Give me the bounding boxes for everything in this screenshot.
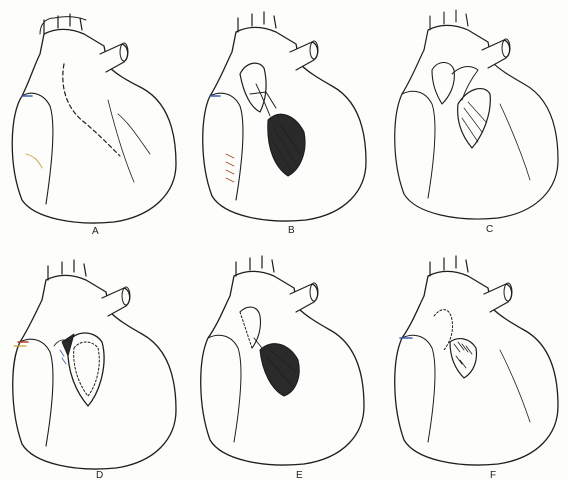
panel-label-e: E [296,470,303,481]
panel-e: E [196,246,376,486]
heart-outline [12,14,176,223]
panel-label-c: C [486,224,494,235]
panel-label-d: D [96,470,104,481]
panel-label-b: B [288,225,295,236]
heart-drawing-e [196,246,376,486]
heart-drawing-c [390,4,568,244]
panel-f: F [390,246,568,486]
panel-label-a: A [92,226,99,237]
heart-outline [395,10,558,219]
panel-d: D [4,246,184,486]
heart-drawing-d [4,246,184,486]
panel-label-f: F [490,470,497,481]
panel-c: C [390,4,568,244]
panel-b: B [196,4,376,244]
heart-drawing-f [390,246,568,486]
panel-a: A [4,4,184,244]
heart-drawing-a [4,4,184,244]
heart-drawing-b [196,4,376,244]
